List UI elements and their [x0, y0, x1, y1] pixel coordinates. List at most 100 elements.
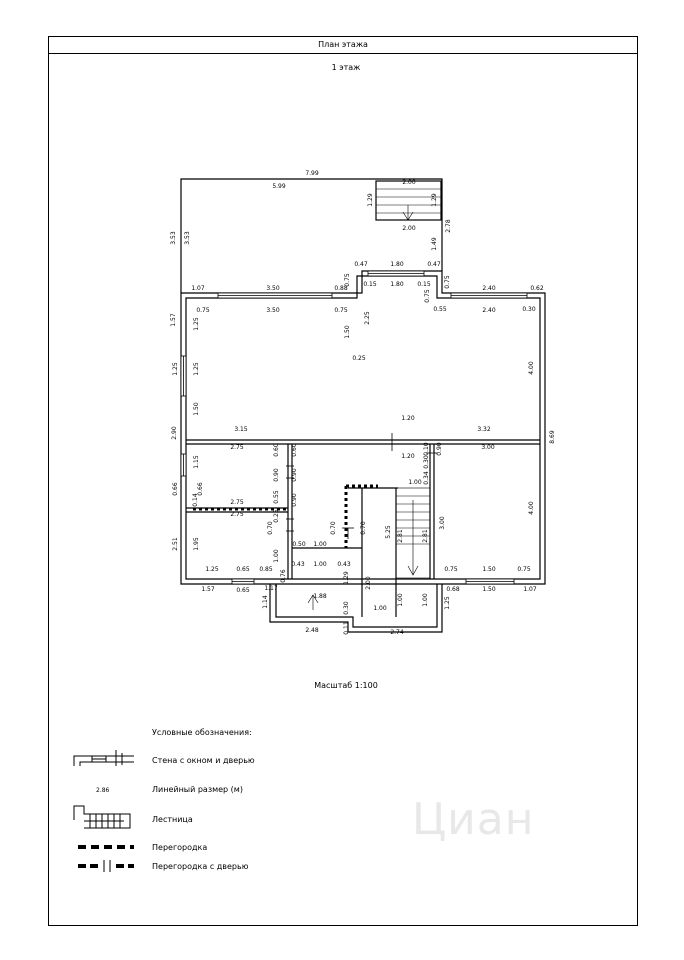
staircase: [307, 188, 441, 610]
dimension-label: 0.25: [273, 509, 280, 523]
legend-label: Лестница: [152, 815, 193, 824]
dimension-label: 1.57: [201, 586, 215, 593]
dimension-label: 1.95: [193, 537, 200, 551]
dimension-label: 3.00: [481, 444, 495, 451]
dimension-label: 0.43: [291, 561, 305, 568]
dimension-label: 2.81: [422, 529, 429, 543]
drawing-sheet: План этажа: [48, 36, 638, 926]
top-steps: [375, 180, 442, 221]
dimension-label: 5.25: [385, 525, 392, 539]
dimension-label: 1.14: [262, 595, 269, 609]
dimension-label: 0.68: [446, 586, 460, 593]
dimension-label: 1.25: [193, 362, 200, 376]
dimension-label: 0.85: [259, 566, 273, 573]
dimension-label: 1.25: [172, 362, 179, 376]
dimension-label: 2.90: [171, 426, 178, 440]
dimension-label: 0.60: [273, 443, 280, 457]
dimension-label: 2.40: [482, 307, 496, 314]
dimension-label: 0.15: [417, 281, 431, 288]
dimension-label: 3.32: [477, 426, 491, 433]
wall-window-door-icon: [73, 750, 134, 766]
legend-label: Линейный размер (м): [152, 785, 243, 794]
dimension-label: 0.55: [433, 306, 447, 313]
dimension-label: 0.50: [292, 541, 306, 548]
legend-heading: Условные обозначения:: [152, 728, 252, 737]
dimension-label: 0.90: [273, 468, 280, 482]
dimension-label: 4.00: [528, 501, 535, 515]
dimension-label: 2.48: [305, 627, 319, 634]
floor-label: 1 этаж: [332, 63, 361, 72]
dimension-label: 1.29: [367, 193, 374, 207]
dimension-label: 0.62: [530, 285, 544, 292]
dimension-label: 4.00: [528, 361, 535, 375]
dimension-label: 2.40: [482, 285, 496, 292]
dimension-label: 0.47: [354, 261, 368, 268]
dimension-label: 1.20: [401, 453, 415, 460]
dimension-label: 0.75: [344, 273, 351, 287]
outer-wall-inner: [185, 275, 541, 580]
dimension-label: 2.81: [397, 529, 404, 543]
legend-label: Перегородка с дверью: [152, 862, 249, 871]
dimension-label: 1.50: [193, 402, 200, 416]
dimension-label: 1.29: [431, 193, 438, 207]
dimension-label: 1.00: [422, 593, 429, 607]
dimension-label: 3.53: [184, 231, 191, 245]
dimension-label: 0.65: [236, 566, 250, 573]
dimension-label: 0.14: [192, 493, 199, 507]
dimension-label: 0.11: [343, 621, 350, 635]
dimension-label: 2.00: [402, 225, 416, 232]
dimension-label: 0.75: [424, 289, 431, 303]
dimension-label: 0.90: [291, 493, 298, 507]
dimension-label: 7.99: [305, 170, 319, 177]
windows: [180, 270, 528, 585]
dimension-label: 0.75: [517, 566, 531, 573]
dimension-label: 0.47: [427, 261, 441, 268]
dimension-label: 2.00: [365, 576, 372, 590]
dimension-label: 1.49: [431, 237, 438, 251]
porch-outline: [269, 584, 443, 633]
dimension-label: 1.80: [390, 261, 404, 268]
dimension-label: 1.00: [313, 561, 327, 568]
dimension-label: 1.07: [523, 586, 537, 593]
dimension-label: 1.17: [264, 585, 278, 592]
terrace-outline: [180, 178, 443, 293]
dimension-label: 3.50: [266, 285, 280, 292]
sheet-title: План этажа: [49, 37, 637, 54]
dimension-label: 1.50: [482, 586, 496, 593]
walls: [180, 178, 546, 633]
dimension-label: 2.25: [364, 311, 371, 325]
dimension-label: 3.53: [170, 231, 177, 245]
dimension-label: 0.88: [334, 285, 348, 292]
dimension-label: 1.88: [313, 593, 327, 600]
dimension-label: 2.75: [230, 511, 244, 518]
dimension-label: 1.50: [482, 566, 496, 573]
dimension-label: 0.66: [197, 482, 204, 496]
dimension-label: 0.55: [273, 490, 280, 504]
dimension-label: 2.75: [230, 444, 244, 451]
dimension-label: 0.75: [334, 307, 348, 314]
dimension-label: 8.69: [549, 430, 556, 444]
dimension-label: 2.74: [390, 629, 404, 636]
dimension-label: 1.57: [170, 313, 177, 327]
dimension-label: 3.50: [266, 307, 280, 314]
dimension-label: 1.00: [313, 541, 327, 548]
dimension-label: 0.60: [291, 443, 298, 457]
legend-label: Стена с окном и дверью: [152, 756, 255, 765]
hatched-partitions: [193, 484, 378, 548]
dimension-label: 0.75: [444, 566, 458, 573]
dimension-label: 0.70: [330, 521, 337, 535]
dimension-label: 0.34: [423, 471, 430, 485]
dimension-label: 0.25: [352, 355, 366, 362]
dimension-label: 0.90: [291, 468, 298, 482]
dimension-label: 0.15: [363, 281, 377, 288]
dimension-label: 1.25: [193, 317, 200, 331]
dimension-label: 1.25: [205, 566, 219, 573]
partition-door-icon: [78, 860, 134, 872]
dimension-label: 2.51: [172, 537, 179, 551]
watermark: Циан: [412, 794, 535, 845]
dimension-icon: 2.86: [96, 787, 110, 794]
dimension-label: 3.15: [234, 426, 248, 433]
dimension-label: 1.07: [191, 285, 205, 292]
dimension-label: 0.70: [267, 521, 274, 535]
dimension-label: 1.00: [397, 593, 404, 607]
